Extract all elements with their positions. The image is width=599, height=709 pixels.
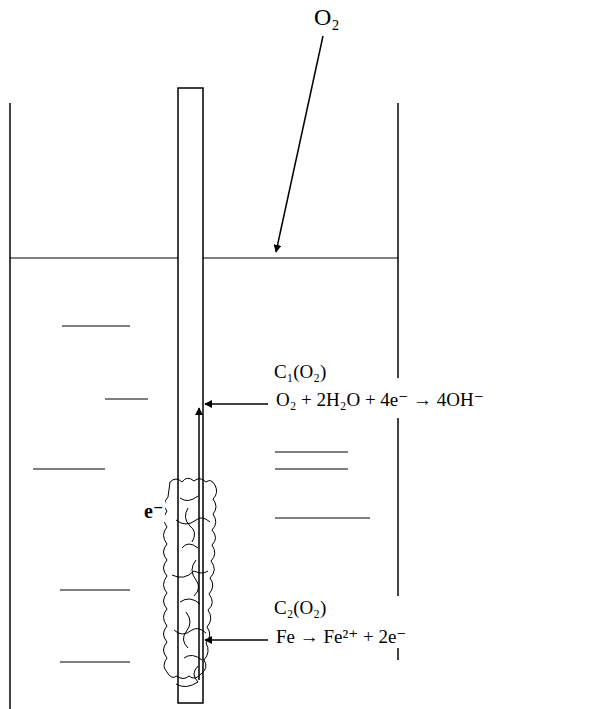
- electron-label: e⁻: [142, 500, 165, 522]
- electron-flow-arrow: [198, 408, 200, 680]
- beaker-wall: [9, 103, 11, 709]
- anode-reaction-arrow: [205, 639, 268, 641]
- rust-layer: [164, 478, 217, 686]
- oxygen-label: O₂: [312, 4, 342, 30]
- concentration-label: C₁(O₂): [272, 362, 328, 383]
- iron-rod: [178, 88, 203, 703]
- cathode-reaction: O₂ + 2H₂O + 4e⁻ → 4OH⁻: [274, 390, 486, 411]
- cathode-reaction-arrow: [205, 403, 268, 405]
- water-surface: [10, 257, 398, 258]
- beaker-wall: [397, 648, 399, 660]
- anode-reaction: Fe → Fe²⁺ + 2e⁻: [274, 627, 408, 648]
- beaker-wall: [397, 418, 399, 596]
- beaker-wall: [397, 103, 399, 378]
- concentration-label: C₂(O₂): [272, 598, 328, 619]
- oxygen-diffusion-arrow: [276, 36, 323, 252]
